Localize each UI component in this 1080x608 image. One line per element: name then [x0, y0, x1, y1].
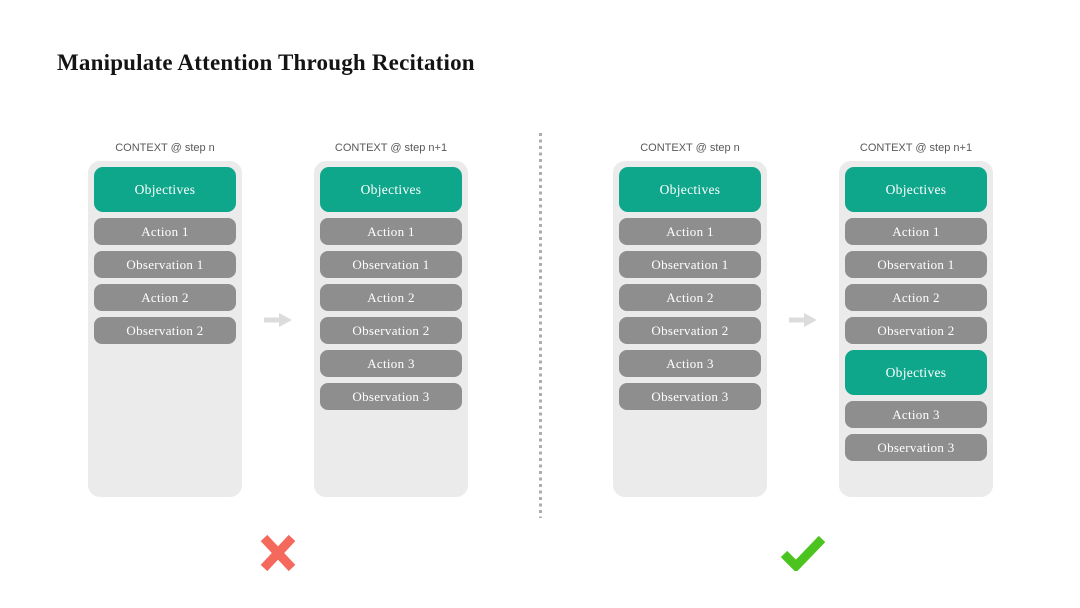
page-title: Manipulate Attention Through Recitation	[57, 50, 475, 75]
right-arrow-icon	[789, 313, 817, 327]
step-block: Observation 1	[845, 251, 987, 278]
right-arrow-icon	[264, 313, 292, 327]
step-block: Observation 3	[619, 383, 761, 410]
objectives-block: Objectives	[320, 167, 462, 212]
step-block: Action 3	[845, 401, 987, 428]
objectives-block: Objectives	[845, 350, 987, 395]
cross-icon	[259, 532, 297, 579]
objectives-block: Objectives	[845, 167, 987, 212]
check-icon	[779, 535, 827, 576]
step-block: Action 1	[845, 218, 987, 245]
objectives-block: Objectives	[94, 167, 236, 212]
step-block: Observation 1	[320, 251, 462, 278]
section-divider	[539, 133, 542, 518]
step-block: Action 2	[845, 284, 987, 311]
column-header: CONTEXT @ step n	[115, 142, 215, 154]
step-block: Action 1	[619, 218, 761, 245]
step-block: Observation 2	[619, 317, 761, 344]
column-header: CONTEXT @ step n+1	[859, 142, 973, 154]
step-block: Observation 1	[94, 251, 236, 278]
step-block: Action 2	[94, 284, 236, 311]
step-block: Observation 3	[320, 383, 462, 410]
step-block: Action 3	[619, 350, 761, 377]
step-block: Action 3	[320, 350, 462, 377]
step-block: Action 2	[320, 284, 462, 311]
objectives-block: Objectives	[619, 167, 761, 212]
step-block: Observation 3	[845, 434, 987, 461]
column-header: CONTEXT @ step n	[640, 142, 740, 154]
step-block: Observation 2	[94, 317, 236, 344]
step-block: Action 2	[619, 284, 761, 311]
step-block: Observation 2	[845, 317, 987, 344]
column-header: CONTEXT @ step n+1	[334, 142, 448, 154]
step-block: Action 1	[94, 218, 236, 245]
step-block: Action 1	[320, 218, 462, 245]
step-block: Observation 2	[320, 317, 462, 344]
step-block: Observation 1	[619, 251, 761, 278]
